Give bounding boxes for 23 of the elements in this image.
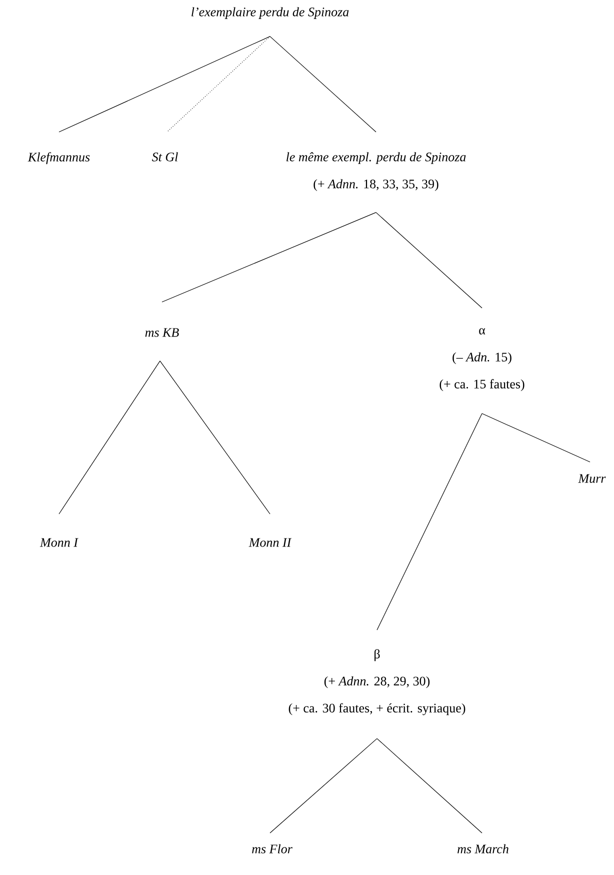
stemma-line [376,738,482,834]
stemma-line [270,36,376,132]
siglum-label: Monn I [40,538,78,547]
stemma-line [162,212,376,302]
siglum-label: Monn II [248,538,292,547]
stemma-line [58,360,160,514]
stemma-line [376,413,482,630]
stemma-line [376,212,482,308]
siglum-label: l’exemplaire perdu de Spinoza [192,7,349,19]
siglum-label: Klefmannus [28,152,90,164]
siglum-label: ms March [458,844,508,854]
stemma-line [166,36,270,132]
siglum-label: St Gl [152,152,178,162]
stemma-line [160,360,270,514]
stemma-line [270,738,378,834]
siglum-label: le même exempl. perdu de Spinoza (+ Adnn. 18, 33, 35, 39) [286,152,466,191]
siglum-label: α (– Adn. 15) (+ ca. 15 fautes) [440,328,524,392]
siglum-label: Murr [578,474,606,483]
siglum-label: β (+ Adnn. 28, 29, 30) (+ ca. 30 fautes, + écrit. syriaque) [288,649,466,716]
siglum-label: ms KB [145,328,179,337]
stemma-line [482,413,590,462]
siglum-label: ms Flor [252,844,292,854]
stemma-line [58,36,270,132]
